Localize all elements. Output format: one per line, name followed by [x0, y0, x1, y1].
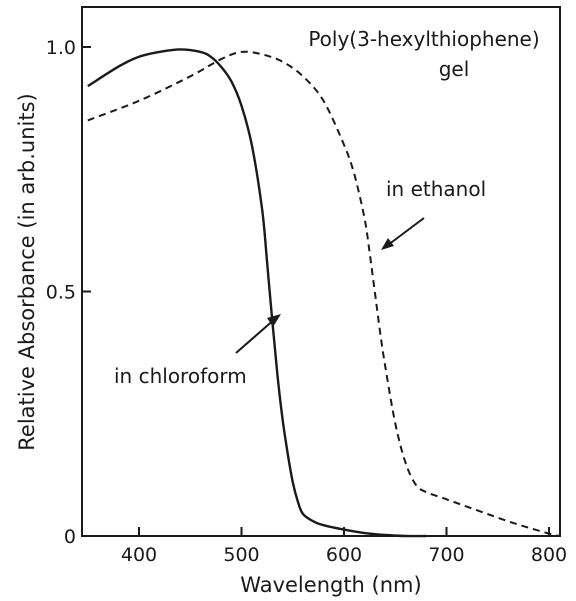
annotation-chloroform: in chloroform	[114, 364, 247, 388]
x-tick-label: 500	[223, 544, 259, 566]
arrow-ethanol	[381, 217, 425, 250]
annotation-title-line1: Poly(3-hexylthiophene)	[308, 27, 539, 51]
x-tick-label: 800	[531, 544, 567, 566]
y-tick-label: 0.5	[46, 282, 76, 304]
y-axis-title: Relative Absorbance (in arb.units)	[15, 93, 39, 450]
plot-frame	[81, 6, 561, 537]
series-ethanol-line	[87, 50, 560, 537]
x-axis-title: Wavelength (nm)	[240, 573, 421, 597]
x-tick-label: 700	[428, 544, 464, 566]
annotation-title-line2: gel	[439, 57, 470, 81]
x-tick-label: 400	[121, 544, 157, 566]
y-tick-label: 1.0	[46, 37, 76, 59]
x-tick-label: 600	[326, 544, 362, 566]
annotation-ethanol: in ethanol	[386, 177, 486, 201]
arrow-chloroform	[235, 314, 281, 354]
y-tick-label: 0	[64, 526, 76, 548]
axis-tick-labels: 400 500 600 700 800 0 0.5 1.0	[46, 37, 567, 566]
axis-ticks	[82, 46, 550, 537]
